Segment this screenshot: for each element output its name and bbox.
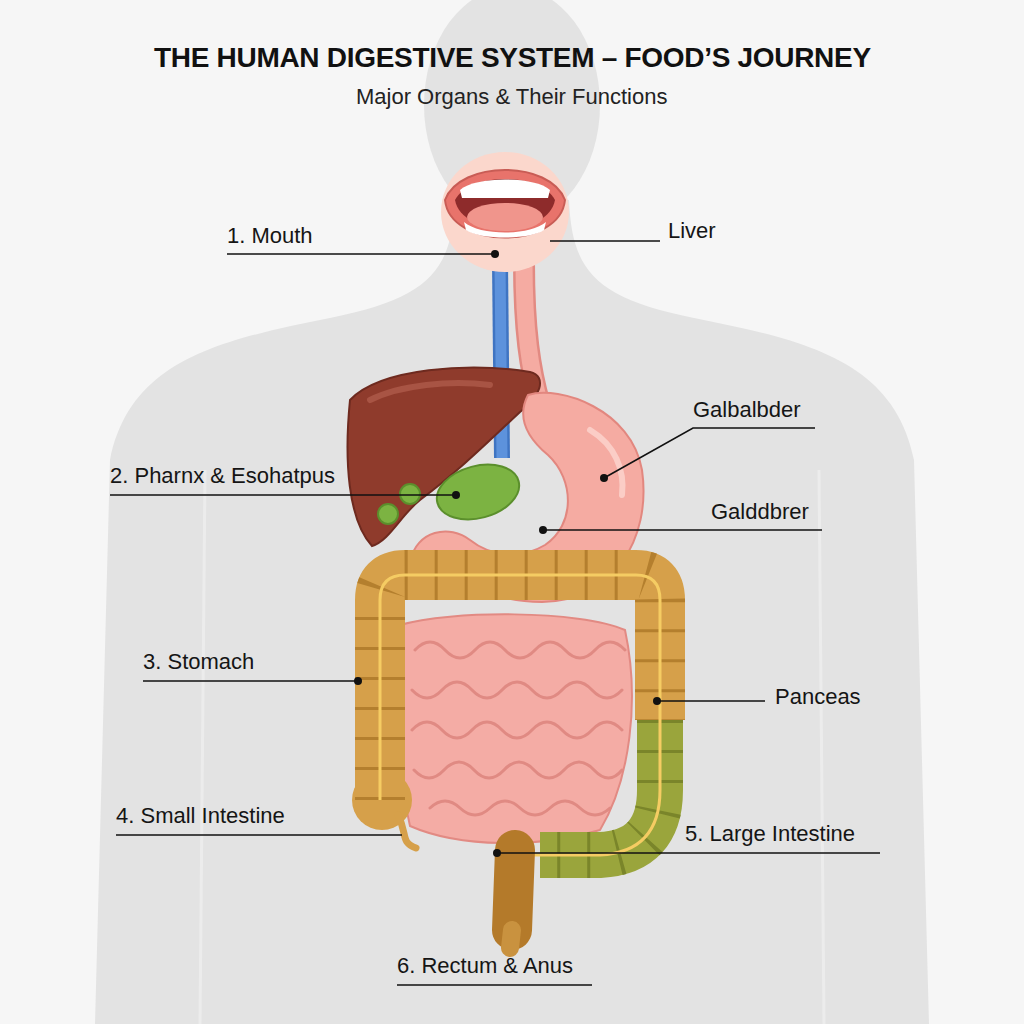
part-label: 6. Rectum & Anus bbox=[397, 953, 573, 979]
part-label: Galddbrer bbox=[711, 499, 809, 525]
part-label: Liver bbox=[668, 218, 716, 244]
subtitle: Major Organs & Their Functions bbox=[356, 84, 667, 110]
leader-dots bbox=[354, 250, 661, 857]
part-label: 3. Stomach bbox=[143, 649, 254, 675]
liver-figure bbox=[348, 368, 541, 546]
large-intestine-figure bbox=[352, 575, 660, 948]
stomach-highlight bbox=[590, 430, 623, 495]
part-label: Panceas bbox=[775, 684, 861, 710]
part-label: 2. Pharnx & Esohatpus bbox=[110, 463, 335, 489]
intestine-coils bbox=[412, 642, 625, 815]
part-label: 4. Small Intestine bbox=[116, 803, 285, 829]
arm-outline bbox=[200, 470, 824, 1024]
diagram-title: THE HUMAN DIGESTIVE SYSTEM – FOOD’S JOUR… bbox=[154, 41, 871, 75]
part-label: 1. Mouth bbox=[227, 223, 313, 249]
part-label: 5. Large Intestine bbox=[685, 821, 855, 847]
part-label: Galbalbder bbox=[693, 397, 801, 423]
gallbladder-figure bbox=[378, 456, 525, 528]
liver-highlight bbox=[370, 383, 490, 400]
body-silhouette bbox=[95, 0, 929, 1024]
small-intestine-figure bbox=[397, 614, 632, 843]
leader-lines bbox=[110, 241, 880, 985]
